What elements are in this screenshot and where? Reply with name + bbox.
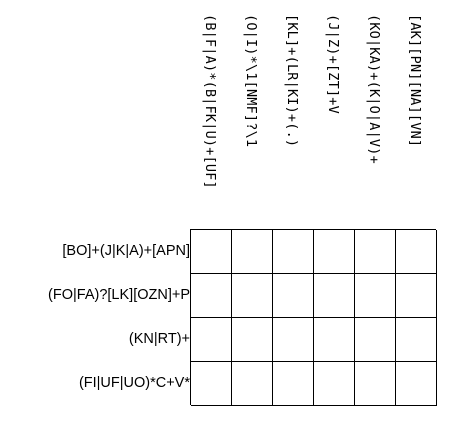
row-clue-1: [BO]+(J|K|A)+[APN] bbox=[62, 243, 190, 259]
grid-cell[interactable] bbox=[314, 230, 355, 274]
column-clue-5: (KO|KA)+(K|O|A|V)+ bbox=[366, 14, 382, 164]
grid-cell[interactable] bbox=[191, 318, 232, 362]
grid-cell[interactable] bbox=[232, 362, 273, 406]
grid-cell[interactable] bbox=[396, 318, 437, 362]
grid-cell[interactable] bbox=[273, 318, 314, 362]
grid-cell[interactable] bbox=[355, 274, 396, 318]
grid-cell[interactable] bbox=[232, 274, 273, 318]
grid-cell[interactable] bbox=[314, 318, 355, 362]
grid-cell[interactable] bbox=[396, 230, 437, 274]
puzzle-grid bbox=[190, 229, 437, 406]
grid-cell[interactable] bbox=[396, 362, 437, 406]
row-clue-4: (FI|UF|UO)*C+V* bbox=[78, 375, 190, 391]
grid-cell[interactable] bbox=[191, 230, 232, 274]
grid-cell[interactable] bbox=[396, 274, 437, 318]
grid-cell[interactable] bbox=[355, 230, 396, 274]
column-clue-6: [AK][PN][NA][VN] bbox=[407, 14, 423, 148]
column-clue-3: [KL]+(LR|KI)+(.) bbox=[284, 14, 300, 148]
column-clue-4: (J|Z)+[ZT]+V bbox=[325, 14, 341, 114]
grid-cell[interactable] bbox=[232, 230, 273, 274]
grid-cell[interactable] bbox=[191, 274, 232, 318]
grid-cell[interactable] bbox=[273, 362, 314, 406]
grid-cell[interactable] bbox=[355, 318, 396, 362]
grid-cell[interactable] bbox=[273, 274, 314, 318]
column-clue-1: (B|F|A)*(B|FK|U)+[UF] bbox=[202, 14, 218, 189]
column-clue-2: (O|I)*\1[NMF]?\1 bbox=[243, 14, 259, 148]
grid-cell[interactable] bbox=[232, 318, 273, 362]
grid-cell[interactable] bbox=[314, 274, 355, 318]
grid-cell[interactable] bbox=[191, 362, 232, 406]
grid-cell[interactable] bbox=[273, 230, 314, 274]
row-clue-2: (FO|FA)?[LK][OZN]+P bbox=[48, 287, 190, 303]
row-clue-3: (KN|RT)+ bbox=[128, 331, 190, 347]
grid-cell[interactable] bbox=[314, 362, 355, 406]
grid-cell[interactable] bbox=[355, 362, 396, 406]
